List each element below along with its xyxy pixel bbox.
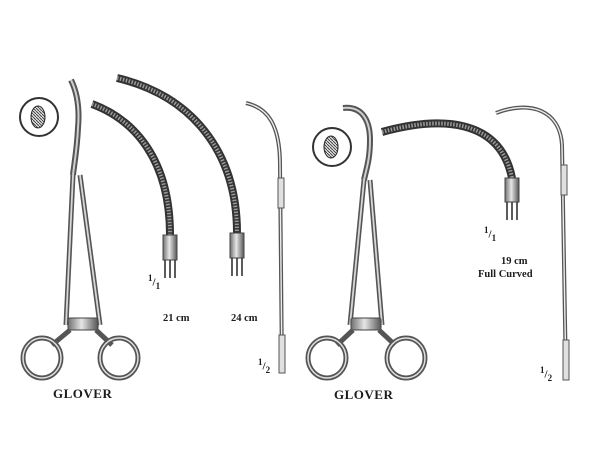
right-shaft-ratio-den: 2: [547, 372, 553, 383]
right-brand-label: GLOVER: [334, 387, 394, 402]
left-tip-ratio-den: 1: [155, 280, 161, 291]
curve-note-label: Full Curved: [478, 269, 533, 280]
right-tip-ratio-den: 1: [491, 232, 497, 243]
jaw-serration-detail-icon: [312, 127, 352, 167]
left-shaft-ratio-den: 2: [265, 364, 271, 375]
shaft-side-view-icon: [245, 101, 286, 374]
right-shaft-ratio-num: 1: [540, 365, 545, 375]
size-label-24cm: 24 cm: [231, 313, 258, 324]
right-tip-ratio-num: 1: [484, 225, 489, 235]
right-tip-ratio: 1/1: [484, 225, 497, 243]
left-shaft-ratio: 1/2: [258, 357, 271, 375]
curved-jaw-icon: [380, 119, 520, 220]
jaw-serration-detail-icon: [19, 97, 59, 137]
right-shaft-ratio: 1/2: [540, 365, 553, 383]
left-tip-ratio-num: 1: [148, 273, 153, 283]
left-shaft-ratio-num: 1: [258, 357, 263, 367]
shaft-side-view-icon: [495, 105, 570, 381]
curved-jaw-icon: [90, 100, 178, 278]
forceps-icon: [305, 104, 428, 381]
size-label-21cm: 21 cm: [163, 313, 190, 324]
forceps-icon: [20, 78, 141, 381]
curved-jaw-icon: [116, 74, 245, 276]
size-label-19cm: 19 cm: [501, 256, 528, 267]
left-brand-label: GLOVER: [53, 386, 113, 401]
left-tip-ratio: 1/1: [148, 273, 161, 291]
